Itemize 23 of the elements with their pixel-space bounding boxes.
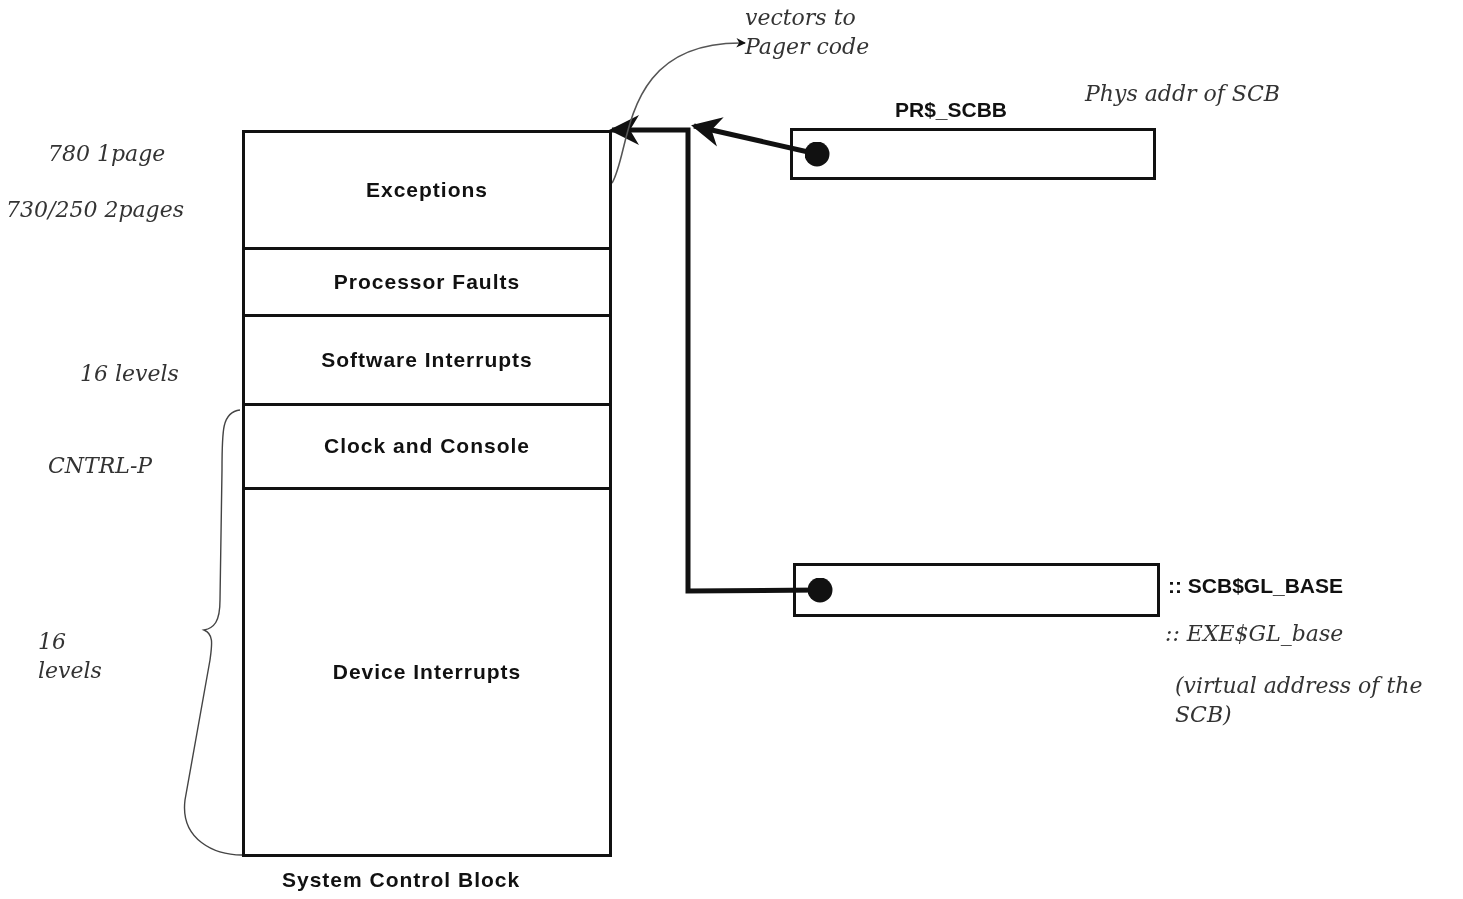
pointer-arrow <box>691 117 830 167</box>
block-caption: System Control Block <box>282 868 521 892</box>
handwritten-note: (virtual address of the SCB) <box>1175 672 1424 729</box>
register-box <box>790 128 1156 180</box>
pointer-arrow <box>609 115 833 603</box>
handwritten-note: vectors to Pager code <box>745 4 905 62</box>
handwritten-note: 780 1page <box>48 140 167 168</box>
handwritten-note: Phys addr of SCB <box>1085 80 1281 108</box>
section-label: Exceptions <box>365 178 488 202</box>
section-label: Clock and Console <box>324 434 530 459</box>
handwritten-note: 16 levels <box>38 628 103 685</box>
section-label: Software Interrupts <box>321 347 533 372</box>
handwritten-note: CNTRL-P <box>48 452 154 480</box>
section-label: Device Interrupts <box>332 660 522 685</box>
section-label: Processor Faults <box>333 269 521 294</box>
register-name: :: SCB$GL_BASE <box>1168 574 1344 598</box>
handwritten-note: 16 levels <box>80 360 180 388</box>
memory-block <box>242 130 612 857</box>
leader-arrow <box>611 38 746 184</box>
handwritten-note: 730/250 2pages <box>6 196 185 224</box>
register-box <box>793 563 1160 617</box>
register-name: PR$_SCBB <box>895 98 1008 122</box>
handwritten-note: :: EXE$GL_base <box>1165 620 1345 648</box>
